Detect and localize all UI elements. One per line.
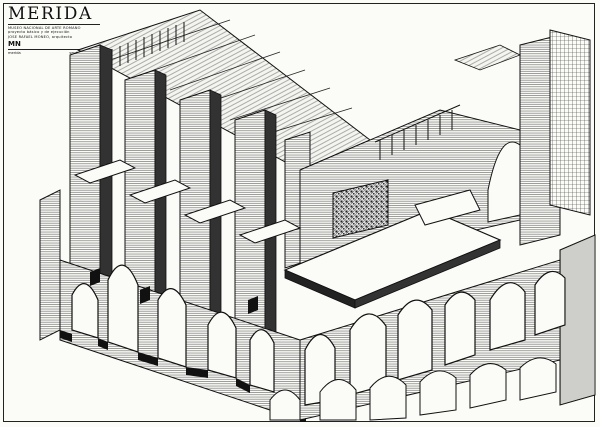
lower-arches xyxy=(269,357,557,421)
subtitle-line-3: JOSE RAFAEL MONEO, arquitecto xyxy=(8,34,73,39)
roof-skylights xyxy=(76,9,371,171)
footer-rule xyxy=(8,49,100,51)
ministry-logo: MN xyxy=(8,40,21,49)
sheet-border xyxy=(3,3,595,422)
pier-shadows xyxy=(60,268,306,422)
sheet-title: MERIDA xyxy=(8,4,93,24)
title-rule xyxy=(8,24,100,25)
terraces xyxy=(73,159,481,244)
subtitle-line-1: MUSEO NACIONAL DE ARTE ROMANO xyxy=(8,26,81,30)
floor-slabs xyxy=(283,209,502,309)
footer-place: merida xyxy=(8,51,21,56)
arches xyxy=(71,264,566,406)
subtitle-line-2: proyecto básico y de ejecución xyxy=(8,30,70,35)
